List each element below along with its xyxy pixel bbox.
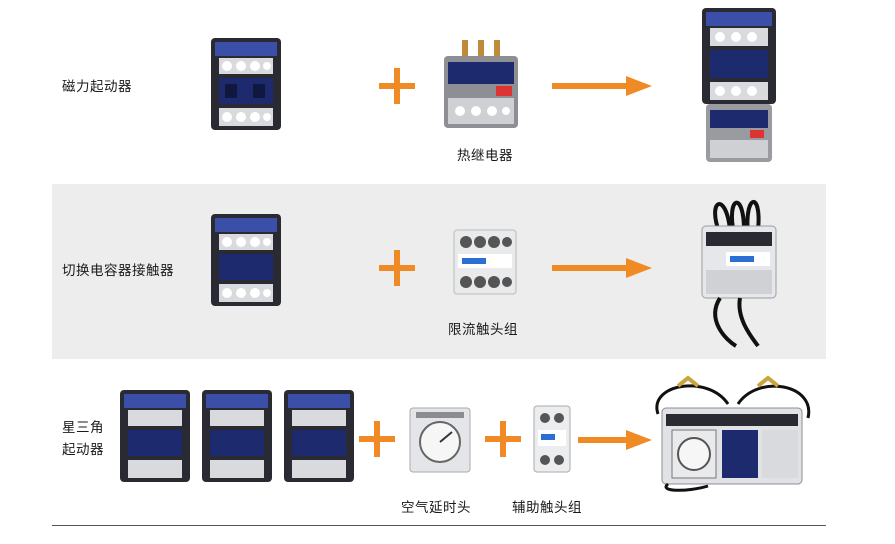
thermal-relay-image (444, 40, 518, 128)
row3-label-line1: 星三角 (62, 420, 104, 436)
contactor-image (211, 38, 281, 130)
row1-label: 磁力起动器 (62, 79, 132, 95)
capacitor-contactor-image (701, 200, 777, 348)
arrow-icon (552, 76, 652, 96)
bottom-divider (52, 525, 826, 526)
highlight-band (52, 184, 826, 359)
arrow-icon (578, 430, 652, 450)
star-delta-starter-image (655, 375, 811, 492)
arrow-icon (552, 258, 652, 278)
contactor-image (284, 390, 354, 482)
row1-caption: 热继电器 (457, 148, 513, 164)
magnetic-starter-image (702, 8, 776, 162)
row3-caption-timer: 空气延时头 (401, 500, 471, 516)
contactor-image (211, 214, 281, 306)
timer-head-image (409, 407, 471, 473)
contactor-image (120, 390, 190, 482)
row2-caption: 限流触头组 (448, 322, 518, 338)
contactor-image (202, 390, 272, 482)
aux-contact-block-image (533, 405, 571, 473)
plus-icon (379, 250, 415, 286)
row3-label-line2: 起动器 (62, 442, 104, 458)
plus-icon (379, 68, 415, 104)
plus-icon (359, 421, 395, 457)
row2-label: 切换电容器接触器 (62, 263, 174, 279)
plus-icon (485, 421, 521, 457)
row3-caption-aux: 辅助触头组 (512, 500, 582, 516)
contact-block-image (453, 229, 517, 295)
